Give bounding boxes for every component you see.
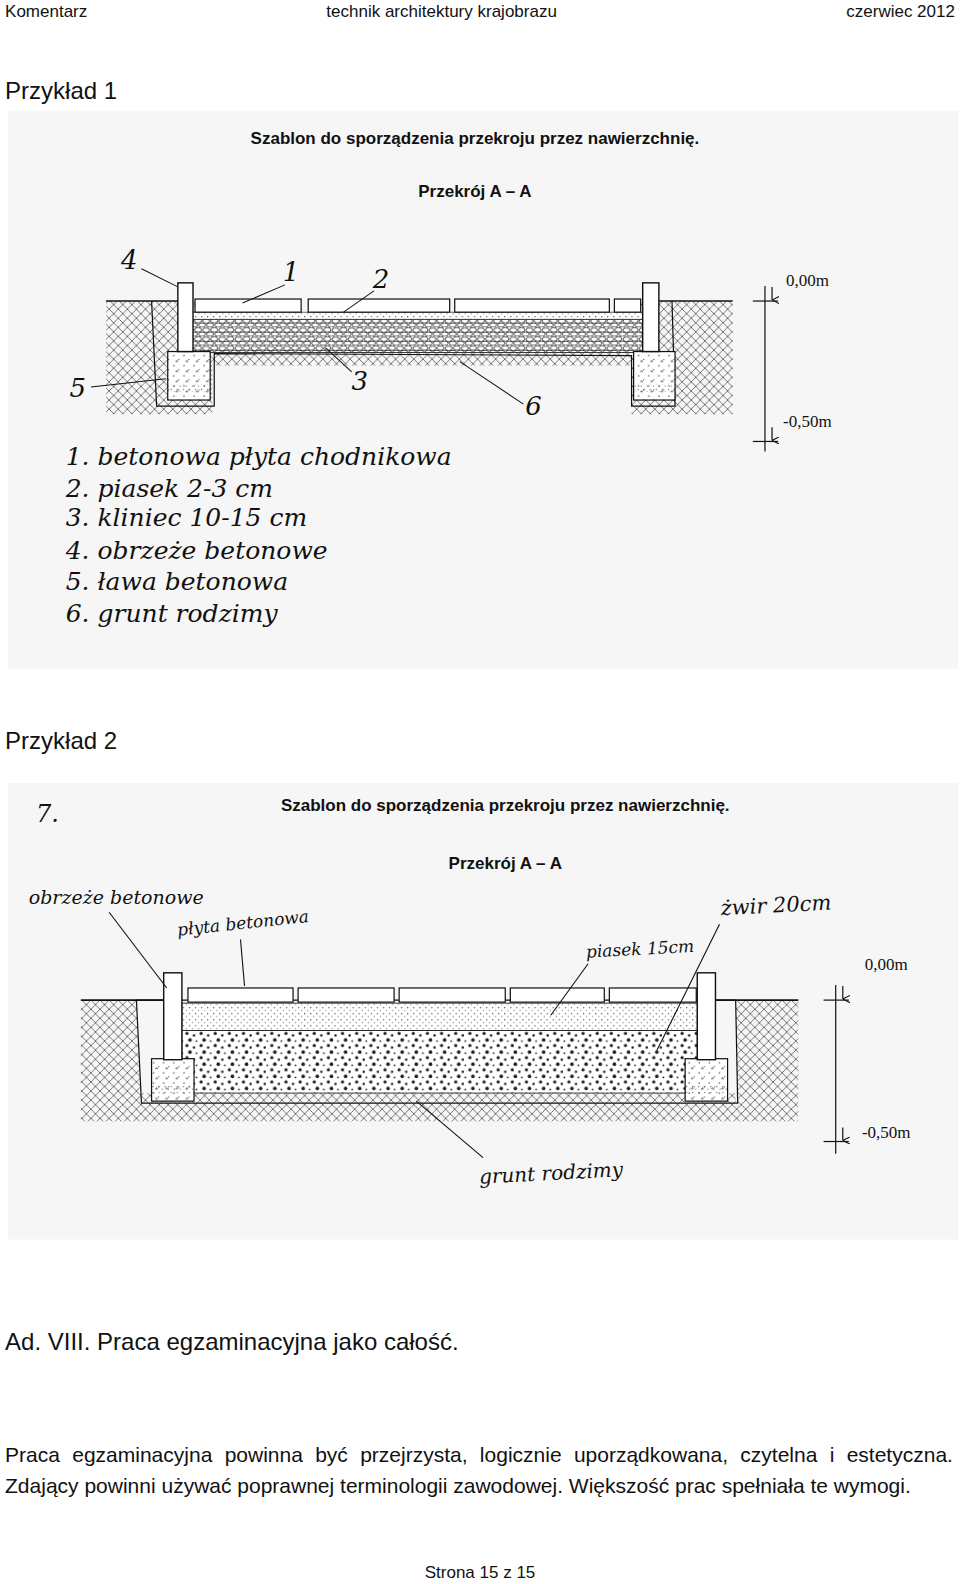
header-text: czerwiec 2012 [846, 2, 955, 22]
scan-ground [8, 783, 958, 1240]
paving-slab [308, 299, 449, 312]
trench-outline [152, 301, 675, 406]
legend-note: 1. betonowa płyta chodnikowa [66, 442, 452, 472]
concrete-footing [168, 384, 210, 392]
gravel-layer [192, 319, 643, 352]
callout-number: 5 [70, 373, 87, 404]
level-arrow [842, 986, 843, 999]
level-tick [753, 300, 778, 301]
header-text: technik architektury krajobrazu [326, 2, 557, 22]
paving-slab [455, 299, 610, 312]
level-mark: -0,50m [862, 1123, 911, 1143]
callout-number: 3 [351, 366, 368, 397]
concrete-footing [152, 1085, 194, 1093]
leader-line [416, 1101, 483, 1158]
callout-number: 2 [373, 264, 390, 295]
trench-outline [136, 1000, 737, 1103]
callout-number: 1 [283, 257, 300, 288]
gravel-layer [182, 1030, 697, 1093]
section-heading: Przykład 1 [5, 77, 117, 106]
legend-note: 6. grunt rodzimy [66, 599, 278, 629]
figure-title: Szablon do sporządzenia przekroju przez … [251, 129, 700, 149]
material-label: piasek 15cm [585, 936, 694, 962]
leader-line [141, 269, 177, 287]
figure-subtitle: Przekrój A – A [418, 182, 531, 202]
ground-line [106, 300, 178, 302]
leader-line [325, 348, 351, 372]
leader-line [460, 362, 524, 404]
legend-note: 2. piasek 2-3 cm [66, 474, 273, 504]
callout-number: 4 [121, 245, 138, 276]
level-arrow [842, 1127, 843, 1140]
material-label: grunt rodzimy [478, 1157, 623, 1189]
concrete-footing [168, 352, 210, 400]
paving-slab [614, 299, 640, 312]
gravel-layer [192, 319, 643, 352]
gravel-layer [182, 1030, 697, 1093]
level-scale [835, 985, 836, 1154]
legend-note: 4. obrzeże betonowe [66, 536, 328, 566]
ground-line [81, 999, 164, 1001]
scan-ground [8, 111, 958, 669]
ground-line [659, 300, 733, 302]
legend-note: 3. kliniec 10-15 cm [66, 503, 308, 533]
level-mark: 0,00m [786, 271, 829, 291]
body-paragraph: Praca egzaminacyjna powinna być przejrzy… [5, 1440, 953, 1501]
concrete-footing [168, 352, 210, 400]
concrete-footing [685, 1059, 727, 1101]
concrete-curb [643, 283, 659, 352]
leader-line [241, 939, 245, 985]
leader-line [551, 964, 588, 1016]
figure-title: Szablon do sporządzenia przekroju przez … [281, 796, 730, 816]
concrete-footing [685, 1059, 727, 1101]
material-label: płyta betonowa [176, 906, 310, 940]
concrete-footing [152, 1059, 194, 1101]
paving-slab [188, 988, 293, 1002]
leader-line [243, 285, 285, 303]
figure-two [8, 783, 958, 1240]
level-mark: -0,50m [783, 412, 832, 432]
level-tick [824, 999, 849, 1000]
level-mark: 0,00m [865, 955, 908, 975]
legend-note: 5. ława betonowa [66, 567, 288, 597]
figure-number: 7. [36, 800, 59, 829]
sand-layer [182, 1003, 697, 1030]
level-arrow [771, 427, 772, 440]
level-tick [824, 1141, 849, 1142]
level-tick [753, 441, 778, 442]
concrete-curb [178, 283, 193, 352]
ground-line [715, 999, 798, 1001]
concrete-footing [634, 352, 675, 400]
leader-line [91, 379, 166, 387]
figure-one [8, 111, 958, 669]
figure-subtitle: Przekrój A – A [449, 854, 562, 874]
paving-slab [399, 988, 505, 1002]
level-scale [764, 286, 765, 452]
concrete-footing [685, 1085, 727, 1093]
leader-line [109, 912, 167, 988]
material-label: obrzeże betonowe [29, 886, 204, 909]
concrete-footing [634, 352, 675, 400]
section-heading: Przykład 2 [5, 726, 117, 755]
paving-slab [510, 988, 604, 1002]
callout-number: 6 [525, 392, 542, 423]
level-arrow [771, 287, 772, 300]
sand-layer [192, 312, 643, 319]
paving-slab [298, 988, 394, 1002]
sand-layer [182, 1003, 697, 1030]
concrete-curb [164, 973, 182, 1060]
section-heading: Ad. VIII. Praca egzaminacyjna jako całoś… [5, 1328, 459, 1357]
leader-line [344, 291, 374, 312]
concrete-footing [634, 384, 675, 392]
concrete-footing [152, 1059, 194, 1101]
header-text: Komentarz [5, 2, 87, 22]
page-footer: Strona 15 z 15 [425, 1563, 536, 1583]
concrete-curb [697, 973, 715, 1060]
ground-hatch [141, 1093, 735, 1103]
paving-slab [609, 988, 696, 1002]
sand-layer [192, 312, 643, 319]
material-label: żwir 20cm [720, 891, 832, 922]
ground-hatch [81, 1000, 798, 1121]
